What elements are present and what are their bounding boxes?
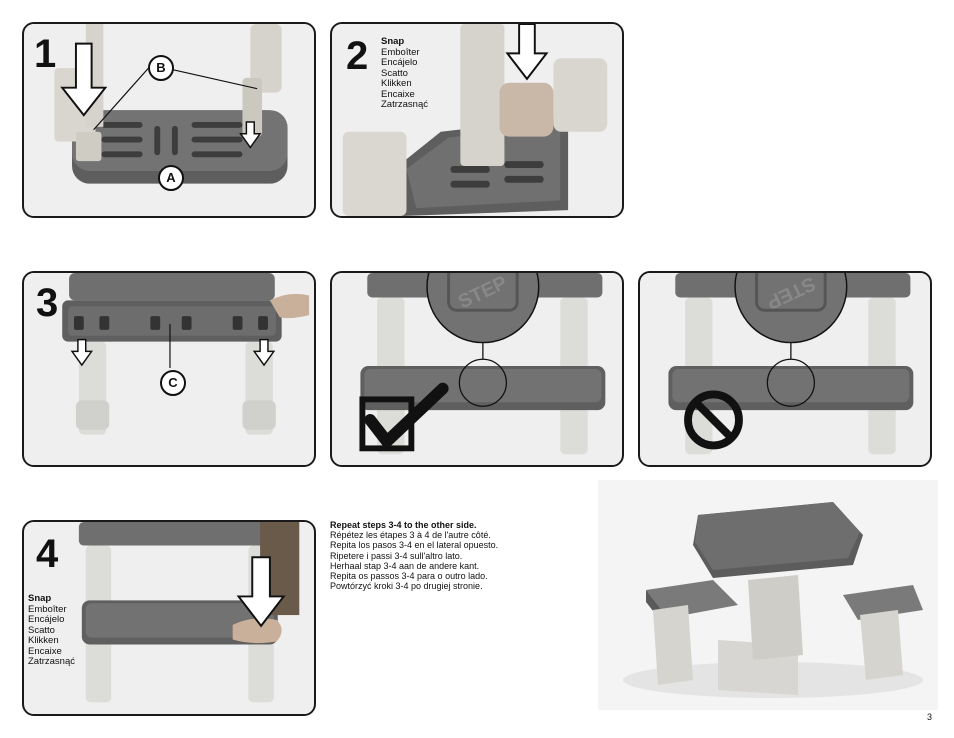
step-4-illustration [25,522,313,714]
callout-b: B [148,55,174,81]
step-1-illustration [25,24,313,216]
repeat-instructions: Repeat steps 3-4 to the other side. Répé… [330,520,498,591]
page-number: 3 [926,712,932,722]
correct-alignment-illustration: STEP [333,273,621,465]
repeat-instruction-pl: Powtórzyć kroki 3-4 po drugiej stronie. [330,581,483,592]
step-number: 3 [36,281,59,325]
checkmark-icon [359,382,449,452]
callout-c: C [160,370,186,396]
snap-instructions: Snap Emboîter Encájelo Scatto Klikken En… [381,36,428,111]
step-2-panel: 2 Snap Emboîter Encájelo Scatto Klikken … [330,22,624,218]
repeat-instruction-en: Repeat steps 3-4 to the other side. [330,520,477,530]
repeat-instruction-it: Ripetere i passi 3-4 sull'altro lato. [330,550,463,561]
step-4-panel: 4 Snap Emboîter Encájelo Scatto Klikken … [22,520,316,716]
snap-instructions: Snap Emboîter Encájelo Scatto Klikken En… [28,593,75,668]
snap-instruction-it: Scatto [28,624,55,636]
step-3-illustration [25,273,313,465]
snap-instruction-nl: Klikken [381,78,412,89]
snap-instruction-es: Encájelo [381,57,418,68]
step-2-illustration [333,24,621,216]
snap-instruction-it: Scatto [381,67,408,79]
snap-instruction-nl: Klikken [28,635,59,646]
snap-instruction-pl: Zatrzasnąć [381,99,428,110]
repeat-instruction-nl: Herhaal stap 3-4 aan de andere kant. [330,560,480,571]
callout-a: A [158,165,184,191]
snap-instruction-fr: Emboîter [381,46,420,58]
incorrect-alignment-panel: STEP [638,271,932,467]
snap-instruction-en: Snap [381,36,405,47]
snap-instruction-es: Encájelo [28,614,65,625]
snap-instruction-fr: Emboîter [28,603,67,615]
snap-instruction-pl: Zatrzasnąć [28,656,75,667]
repeat-instruction-fr: Répétez les étapes 3 à 4 de l'autre côté… [330,530,491,541]
repeat-instruction-pt: Repita os passos 3-4 para o outro lado. [330,571,488,582]
repeat-instruction-es: Repita los pasos 3-4 en el lateral opues… [330,540,499,551]
completed-picnic-table-image [598,480,938,710]
snap-instruction-pt: Encaixe [381,88,415,100]
step-3-panel: 3 C [22,271,316,467]
step-number: 2 [346,34,369,78]
step-1-panel: 1 B A [22,22,316,218]
step-number: 4 [36,532,59,576]
prohibited-icon [684,390,743,450]
step-number: 1 [34,32,57,76]
snap-instruction-en: Snap [28,593,52,604]
snap-instruction-pt: Encaixe [28,645,62,657]
correct-alignment-panel: STEP [330,271,624,467]
